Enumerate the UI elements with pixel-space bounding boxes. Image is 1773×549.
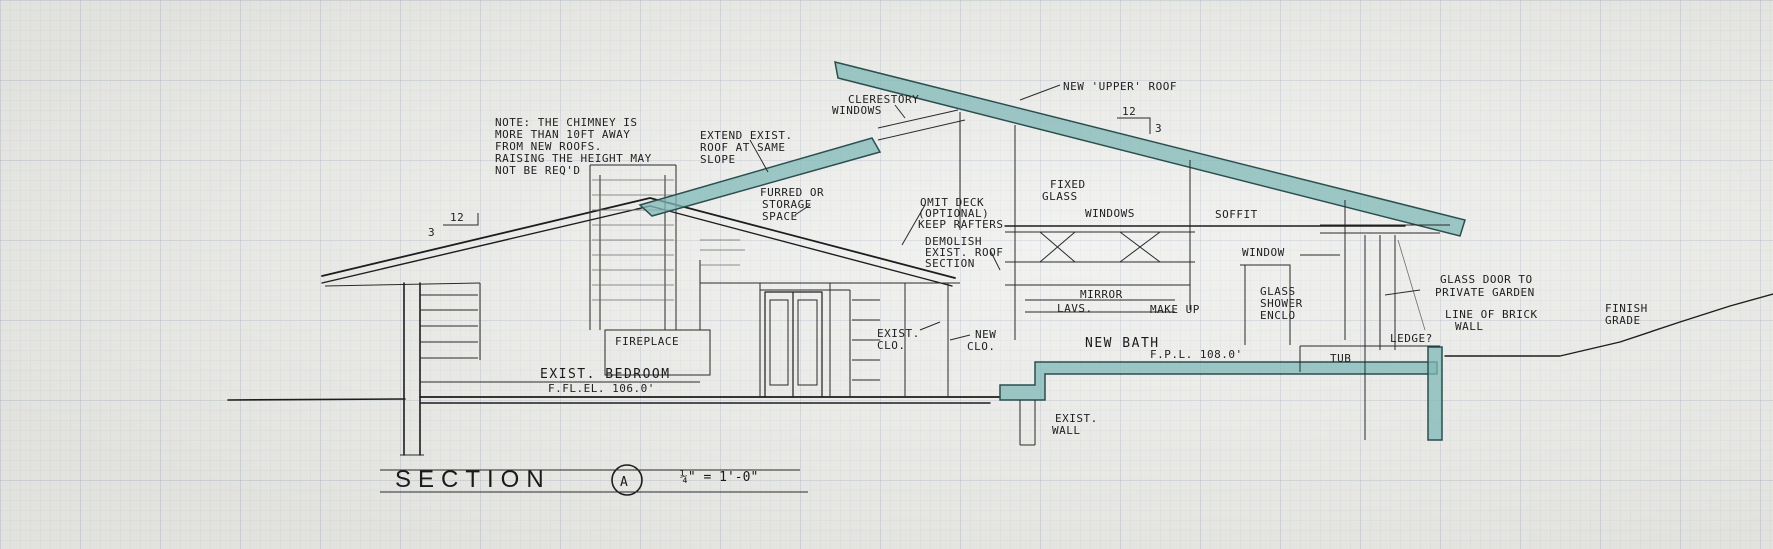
glass-shower-label-3: ENCLO [1260, 309, 1296, 322]
furred-label-2: STORAGE [762, 198, 812, 211]
grade-lines [227, 293, 1773, 401]
slope-indicator-left [443, 213, 479, 226]
existing-structure [321, 164, 1001, 456]
drawing-scale: ¼" = 1'-0" [680, 470, 758, 485]
extend-roof-line-1: EXTEND EXIST. [700, 129, 793, 142]
fixed-glass-label-1: FIXED [1050, 178, 1086, 191]
new-bath-fpl-label: F.P.L. 108.0' [1150, 348, 1243, 361]
chimney-note-line-3: FROM NEW ROOFS. [495, 140, 602, 153]
fireplace-label: FIREPLACE [615, 335, 679, 348]
finish-grade-label-2: GRADE [1605, 314, 1641, 327]
clerestory-label-1: CLERESTORY [848, 93, 919, 106]
windows-label: WINDOWS [1085, 207, 1135, 220]
upper-roof-beam [834, 60, 1466, 237]
slope-left-run: 3 [428, 226, 435, 239]
brick-wall-label-2: WALL [1455, 320, 1484, 333]
fixed-glass-label-2: GLASS [1042, 190, 1078, 203]
new-upper-roof [638, 60, 1466, 340]
window-label: WINDOW [1242, 246, 1285, 259]
glass-door-label-1: GLASS DOOR TO [1440, 273, 1533, 286]
chimney-note-line-5: NOT BE REQ'D [495, 164, 580, 177]
lavs-label: LAVS. [1057, 302, 1093, 315]
chimney-note-line-4: RAISING THE HEIGHT MAY [495, 152, 652, 165]
soffit-label: SOFFIT [1215, 208, 1258, 221]
exist-wall-label-1: EXIST. [1055, 412, 1098, 425]
chimney-note-line-2: MORE THAN 10FT AWAY [495, 128, 630, 141]
demolish-label-2: EXIST. ROOF [925, 246, 1003, 259]
slope-indicator-right [1117, 117, 1151, 134]
chimney-note: NOTE: THE CHIMNEY IS MORE THAN 10FT AWAY… [495, 116, 652, 177]
bath-interior [1004, 225, 1426, 440]
make-up-label: MAKE UP [1150, 303, 1200, 316]
exist-clo-label-2: CLO. [877, 339, 906, 352]
clerestory-label-2: WINDOWS [832, 104, 882, 117]
brick-wall-section [1427, 346, 1443, 441]
finish-grade-label-1: FINISH [1605, 302, 1648, 315]
glass-shower-label-1: GLASS [1260, 285, 1296, 298]
bedroom-ffl-label: F.FL.EL. 106.0' [548, 382, 655, 395]
section-title-block: SECTION A ¼" = 1'-0" [380, 464, 808, 496]
furred-label-1: FURRED OR [760, 186, 824, 199]
mirror-label: MIRROR [1080, 288, 1123, 301]
new-upper-roof-label: NEW 'UPPER' ROOF [1063, 80, 1177, 93]
omit-deck-label-1: OMIT DECK [920, 196, 984, 209]
brick-wall-label-1: LINE OF BRICK [1445, 308, 1538, 321]
extend-roof-line-3: SLOPE [700, 153, 736, 166]
extended-roof-beam [638, 137, 882, 217]
demolish-label-3: SECTION [925, 257, 975, 270]
slope-right-rise: 12 [1122, 105, 1136, 118]
omit-deck-label-3: KEEP RAFTERS [918, 218, 1003, 231]
new-bath-label: NEW BATH [1085, 336, 1160, 351]
omit-deck-label-2: (OPTIONAL) [918, 207, 989, 220]
section-marker-circle [611, 464, 643, 496]
furred-label-3: SPACE [762, 210, 798, 223]
new-clo-label-2: CLO. [967, 340, 996, 353]
section-marker-id: A [620, 475, 628, 490]
leader-lines [749, 84, 1421, 341]
new-bath-slab [999, 345, 1443, 446]
extend-roof-line-2: ROOF AT SAME [700, 141, 785, 154]
exist-clo-label-1: EXIST. [877, 327, 920, 340]
new-clo-label-1: NEW [975, 328, 996, 341]
glass-door-label-2: PRIVATE GARDEN [1435, 286, 1535, 299]
ledge-label: LEDGE? [1390, 332, 1433, 345]
bath-floor [999, 361, 1438, 401]
glass-shower-label-2: SHOWER [1260, 297, 1303, 310]
demolish-label-1: DEMOLISH [925, 235, 982, 248]
exist-bedroom-label: EXIST. BEDROOM [540, 367, 671, 382]
chimney-note-line-1: NOTE: THE CHIMNEY IS [495, 116, 637, 129]
slope-left-rise: 12 [450, 211, 464, 224]
exist-wall-label-2: WALL [1052, 424, 1081, 437]
slope-right-run: 3 [1155, 122, 1162, 135]
tub-label: TUB [1330, 352, 1351, 365]
